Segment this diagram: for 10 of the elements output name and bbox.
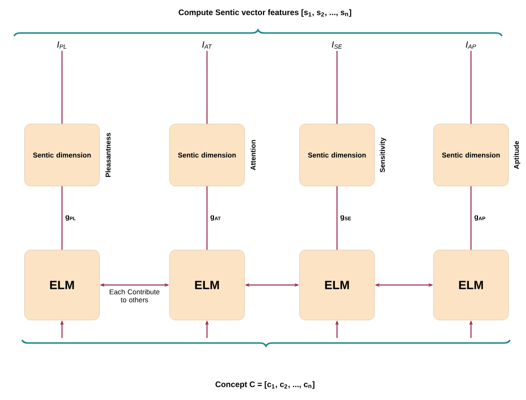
input-label: I$_{AT}$ (202, 41, 212, 49)
title: Compute Sentic vector features [s$_{1}$, s$_{2}$, ..., s$_{n}$] (178, 9, 352, 17)
input-label: I$_{AP}$ (466, 41, 476, 49)
input-label: I$_{SE}$ (332, 41, 342, 49)
elm-box: ELM (169, 250, 245, 320)
elm-box: ELM (24, 250, 100, 320)
caption: Concept C = [c$_{1}$, c$_{2}$, ..., c$_{n}$] (216, 381, 314, 389)
elm-box: ELM (433, 250, 509, 320)
elm-box: ELM (299, 250, 375, 320)
input-label: I$_{PL}$ (57, 41, 66, 49)
